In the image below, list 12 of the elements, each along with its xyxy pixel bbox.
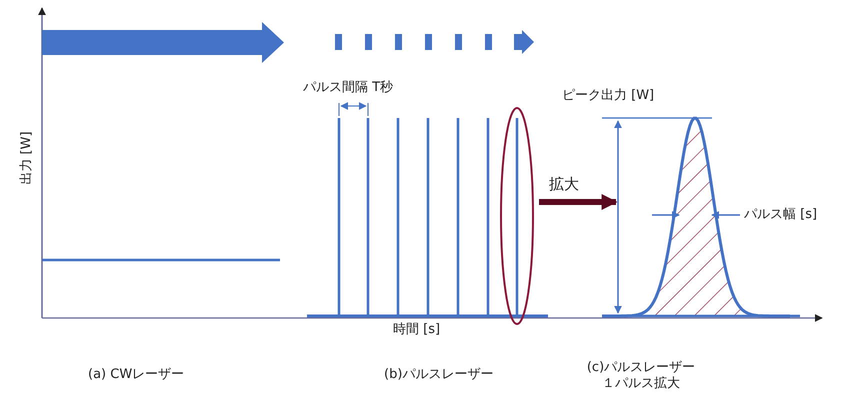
highlight-ellipse [500, 107, 534, 325]
annotation: ピーク出力 [W] [562, 88, 654, 104]
axis-title: 出力 [W] [19, 130, 35, 187]
caption: (c)パルスレーザー１パルス拡大 [586, 360, 696, 392]
edge-label: 拡大 [549, 176, 579, 192]
pulse-curve-drawing [602, 116, 800, 318]
annotation: パルス間隔 T秒 [303, 80, 394, 96]
arrow [539, 194, 618, 210]
caption: (a) CWレーザー [88, 367, 184, 383]
annotation: パルス幅 [s] [744, 207, 818, 223]
caption: (b)パルスレーザー [384, 367, 494, 383]
axis-title: 時間 [s] [393, 322, 440, 338]
